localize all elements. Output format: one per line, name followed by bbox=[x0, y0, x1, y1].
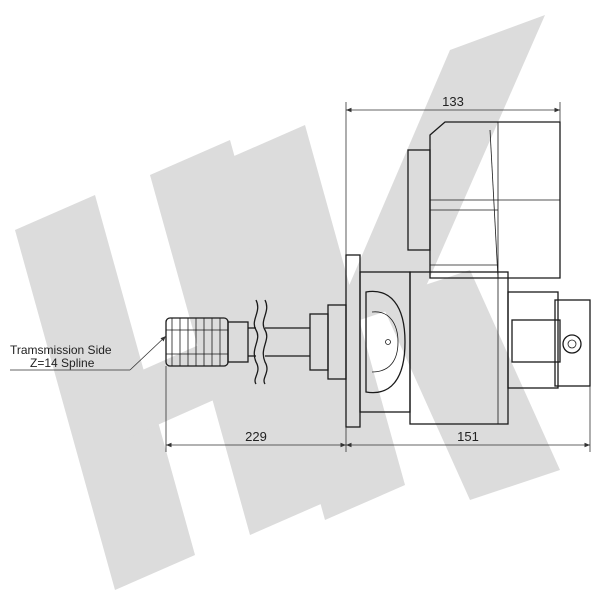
dim-body-length-label: 151 bbox=[457, 429, 479, 444]
gearbox-body bbox=[345, 121, 591, 428]
dimension-top-width: 133 bbox=[345, 94, 561, 255]
dimension-shaft-length: 229 bbox=[165, 366, 347, 452]
hk-watermark-logo bbox=[15, 15, 560, 590]
dim-shaft-length-label: 229 bbox=[245, 429, 267, 444]
callout-line-2: Z=14 Spline bbox=[30, 356, 95, 370]
callout-line-1: Tramsmission Side bbox=[10, 343, 112, 357]
dim-top-width-label: 133 bbox=[442, 94, 464, 109]
dimension-body-length: 151 bbox=[346, 386, 591, 452]
spline-callout: Tramsmission Side Z=14 Spline bbox=[10, 335, 167, 371]
